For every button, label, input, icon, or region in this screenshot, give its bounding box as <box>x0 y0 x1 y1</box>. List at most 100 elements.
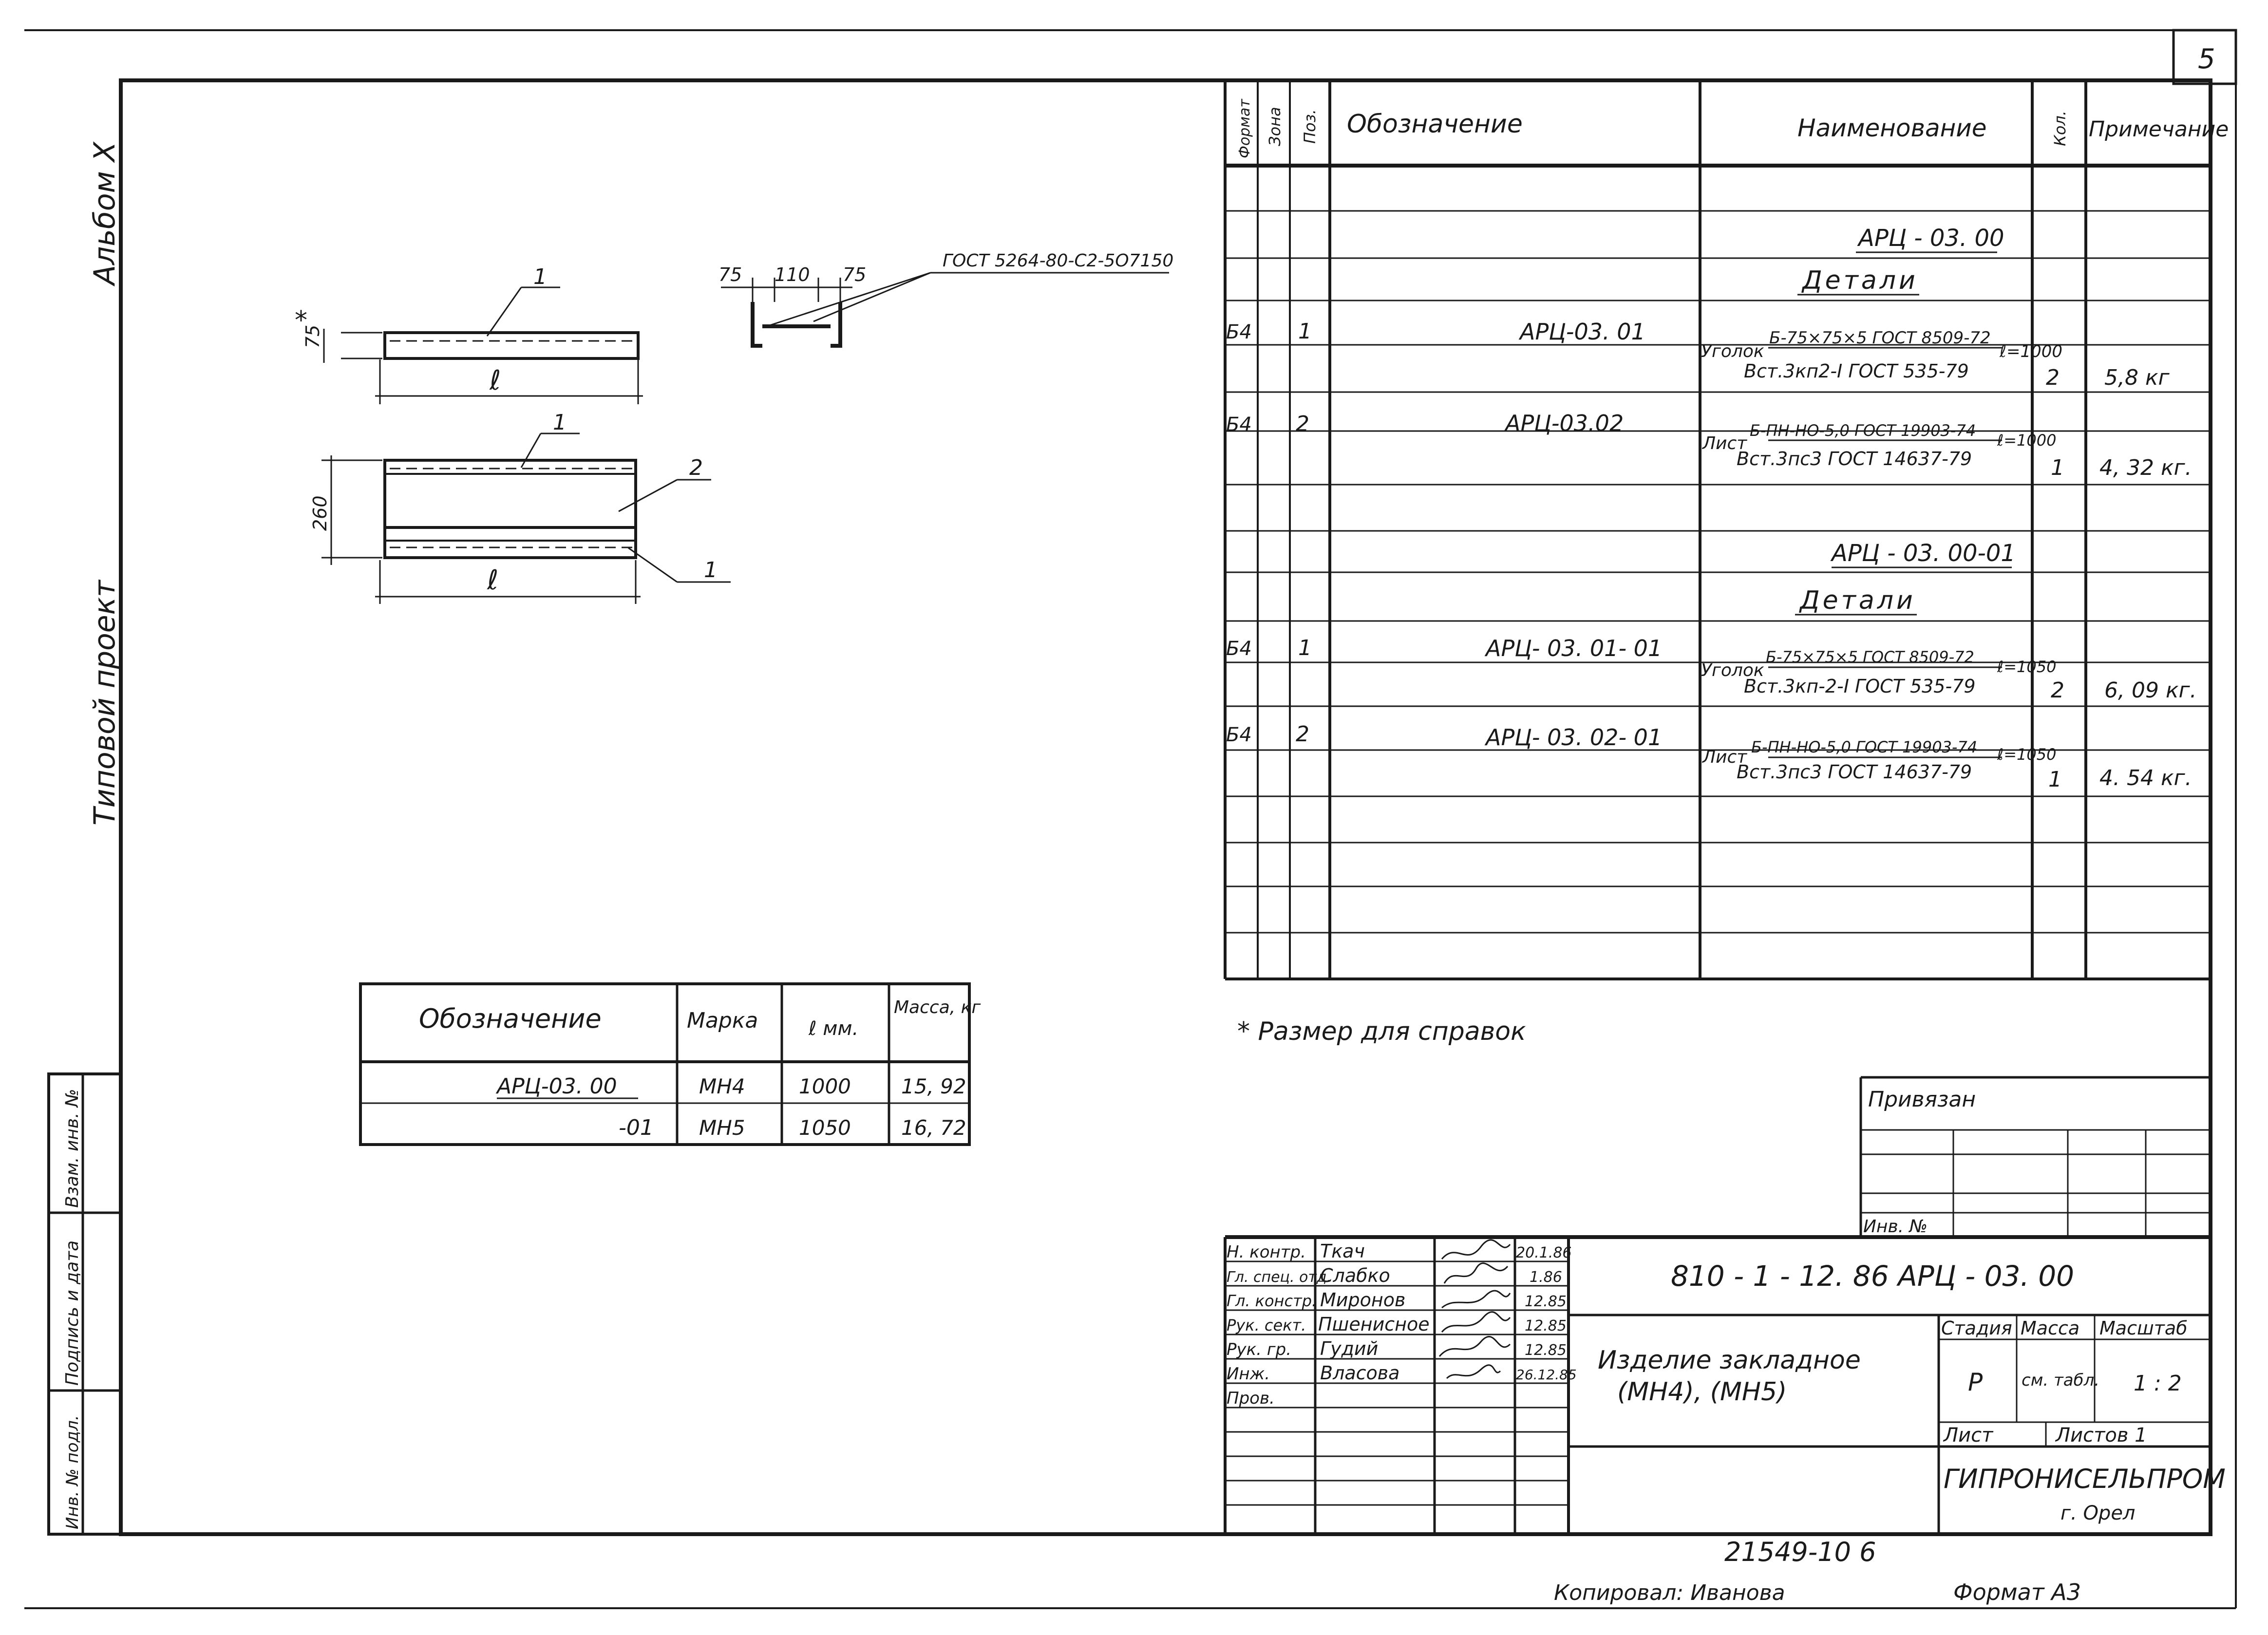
signer-role: Гл. констр. <box>1227 1292 1317 1310</box>
pos-1-label-a: 1 <box>533 264 547 289</box>
row-name-bottom: Вст.3кп-2-I ГОСТ 535-79 <box>1744 676 1976 697</box>
signer-name: Ткач <box>1320 1240 1365 1262</box>
stage-value: Р <box>1968 1368 1983 1396</box>
row-note: 6, 09 кг. <box>2104 678 2197 703</box>
scale-label: Масштаб <box>2099 1317 2188 1339</box>
row-designation: АРЦ-03. 01 <box>1518 319 1645 345</box>
signer-date: 26.12.85 <box>1516 1367 1577 1383</box>
stage-label: Стадия <box>1941 1317 2012 1339</box>
row-pos: 1 <box>1298 319 1312 344</box>
signer-date: 12.85 <box>1525 1293 1567 1310</box>
row-qty: 2 <box>2051 678 2064 703</box>
organization-name: ГИПРОНИСЕЛЬПРОМ <box>1944 1464 2226 1494</box>
row-qty: 2 <box>2046 365 2060 390</box>
signer-role: Гл. спец. отд. <box>1227 1269 1331 1286</box>
spec-header-format: Формат <box>1236 98 1253 158</box>
title-block-grid <box>1224 1235 2211 1534</box>
row-designation: АРЦ- 03. 01- 01 <box>1484 635 1662 661</box>
marks-header-designation: Обозначение <box>419 1003 602 1034</box>
pos-1-label-c: 1 <box>704 558 718 583</box>
row-length: ℓ=1000 <box>1997 431 2056 450</box>
marks-cell: 15, 92 <box>901 1074 966 1098</box>
row-note: 5,8 кг <box>2104 365 2170 390</box>
spec-table-grid <box>1224 80 2211 980</box>
row-name-top: Б-ПН-НО-5,0 ГОСТ 19903-74 <box>1750 421 1976 440</box>
organization-city: г. Орел <box>2060 1502 2136 1524</box>
drawing-code: 810 - 1 - 12. 86 АРЦ - 03. 00 <box>1671 1259 2074 1293</box>
dim-110: 110 <box>775 264 810 285</box>
signer-date: 1.86 <box>1530 1269 1562 1286</box>
row-designation: АРЦ-03.02 <box>1504 410 1624 436</box>
product-name-line1: Изделие закладное <box>1598 1346 1861 1375</box>
stamp-inv-podl: Инв. № подл. <box>63 1415 82 1529</box>
marks-header-mass: Масса, кг <box>894 997 981 1017</box>
signer-name: Миронов <box>1320 1289 1405 1311</box>
assy1-title: АРЦ - 03. 00 <box>1857 225 2004 252</box>
signer-role: Н. контр. <box>1227 1242 1306 1262</box>
sheet-frame <box>24 29 2237 1609</box>
spec-header-zone: Зона <box>1266 107 1284 146</box>
signer-role: Пров. <box>1227 1389 1275 1408</box>
signer-role: Рук. гр. <box>1227 1340 1291 1359</box>
privyazan-inv: Инв. № <box>1863 1217 1928 1237</box>
marks-table-grid <box>359 982 971 1146</box>
row-name-bottom: Вст.3пс3 ГОСТ 14637-79 <box>1737 448 1972 470</box>
footnote: * Размер для справок <box>1237 1017 1526 1046</box>
privyazan-grid <box>1859 1076 2211 1237</box>
pos-2-label: 2 <box>689 455 703 480</box>
album-label: Альбом X <box>88 141 122 287</box>
mass-label: Масса <box>2021 1317 2079 1339</box>
dim-260: 260 <box>309 495 331 531</box>
row-name-main: Лист <box>1701 433 1747 453</box>
row-name-top: Б-75×75×5 ГОСТ 8509-72 <box>1769 328 1991 348</box>
dim-75-top: 75 <box>718 264 742 285</box>
row-name-main: Уголок <box>1701 341 1764 361</box>
row-format: Б4 <box>1226 321 1252 343</box>
assy1-section: Детали <box>1801 266 1918 295</box>
copied-by: Копировал: Иванова <box>1554 1580 1785 1605</box>
spec-header-qty: Кол. <box>2051 111 2069 146</box>
stamp-inv-vzam: Взам. инв. № <box>62 1089 82 1208</box>
privyazan-label: Привязан <box>1868 1087 1976 1112</box>
signer-role: Инж. <box>1227 1364 1270 1384</box>
scale-value: 1 : 2 <box>2134 1371 2182 1396</box>
row-format: Б4 <box>1226 638 1252 660</box>
marks-header-length: ℓ мм. <box>808 1017 858 1040</box>
sheet-label: Лист <box>1943 1424 1994 1447</box>
product-name-line2: (МН4), (МН5) <box>1617 1377 1787 1407</box>
row-name-bottom: Вст.3пс3 ГОСТ 14637-79 <box>1737 761 1972 783</box>
signer-role: Рук. сект. <box>1227 1316 1306 1334</box>
row-name-bottom: Вст.3кп2-I ГОСТ 535-79 <box>1744 360 1969 382</box>
assy2-section: Детали <box>1799 586 1916 615</box>
mass-value: см. табл. <box>2022 1371 2099 1390</box>
signer-name: Слабко <box>1320 1265 1390 1286</box>
marks-cell: МН4 <box>699 1074 745 1098</box>
row-name-top: Б-75×75×5 ГОСТ 8509-72 <box>1766 648 1974 666</box>
spec-header-pos: Поз. <box>1301 109 1319 144</box>
signer-date: 12.85 <box>1525 1317 1567 1334</box>
row-name-main: Уголок <box>1701 660 1764 680</box>
gost-weld-note: ГОСТ 5264-80-С2-5О7150 <box>943 251 1173 271</box>
row-note: 4, 32 кг. <box>2099 455 2192 480</box>
spec-header-designation: Обозначение <box>1347 110 1523 139</box>
marks-cell: 1000 <box>799 1074 851 1098</box>
assy2-title: АРЦ - 03. 00-01 <box>1830 540 2016 567</box>
row-format: Б4 <box>1226 413 1252 436</box>
row-length: ℓ=1000 <box>1999 342 2062 361</box>
signer-name: Власова <box>1320 1362 1399 1384</box>
project-label: Типовой проект <box>88 579 122 826</box>
row-format: Б4 <box>1226 724 1252 746</box>
signer-name: Гудий <box>1320 1338 1378 1359</box>
dim-75-right: 75 <box>843 264 866 285</box>
row-name-top: Б-ПН-НО-5,0 ГОСТ 19903-74 <box>1751 738 1977 756</box>
stamp-signature-date: Подпись и дата <box>62 1240 82 1386</box>
marks-cell: 1050 <box>799 1116 851 1140</box>
signer-date: 20.1.86 <box>1516 1244 1572 1261</box>
sheets-label: Листов 1 <box>2055 1424 2147 1447</box>
archive-number: 21549-10 6 <box>1724 1537 1876 1567</box>
row-pos: 2 <box>1296 722 1309 747</box>
sheet-format: Формат А3 <box>1953 1579 2081 1605</box>
marks-cell: АРЦ-03. 00 <box>495 1074 617 1099</box>
row-name-main: Лист <box>1701 747 1747 767</box>
